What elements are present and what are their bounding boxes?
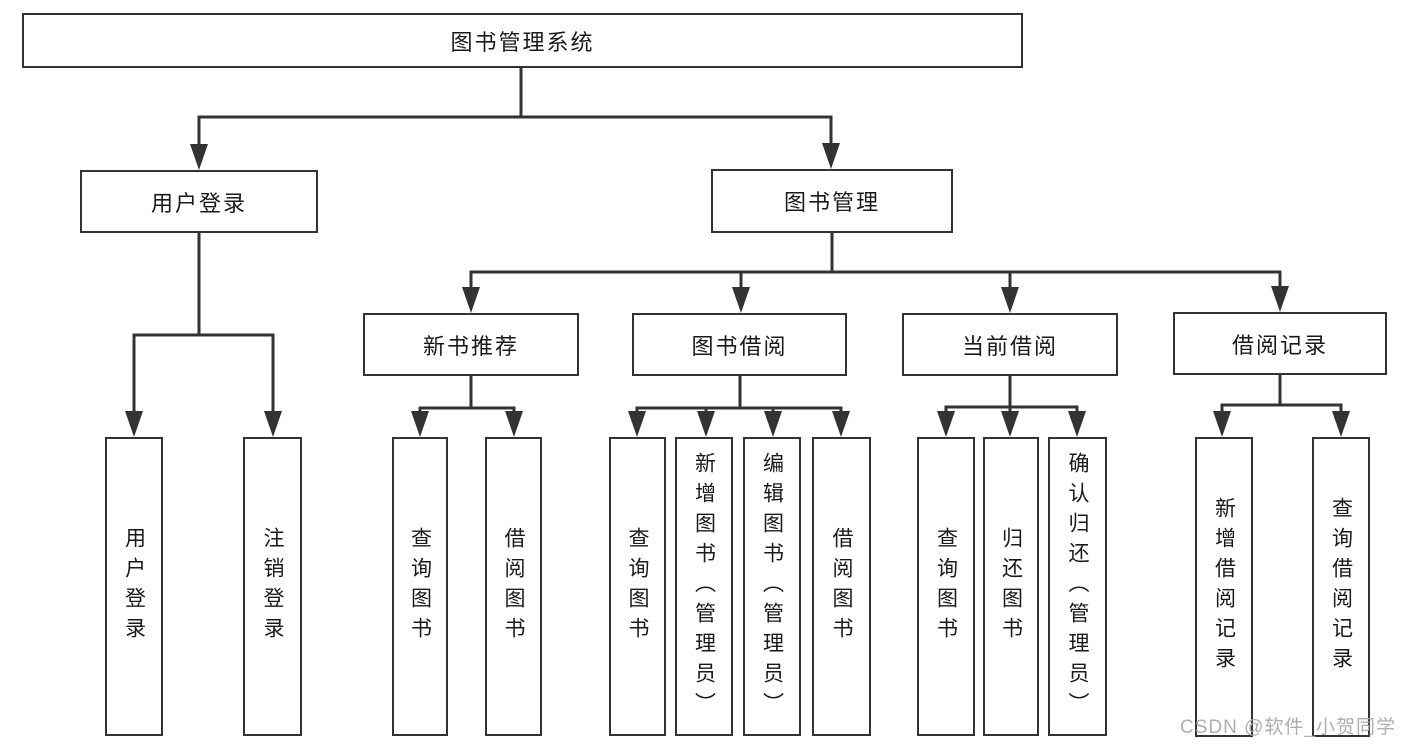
node-user-login: 用户登录 [80, 170, 318, 233]
leaf-return-books: 归还图书 [983, 437, 1039, 736]
node-book-borrowing: 图书借阅 [632, 313, 847, 376]
leaf-edit-books-admin: 编辑图书（管理员） [743, 437, 801, 736]
leaf-add-borrow-record: 新增借阅记录 [1195, 437, 1253, 737]
leaf-query-books-borrowing: 查询图书 [609, 437, 666, 736]
leaf-confirm-return-admin: 确认归还（管理员） [1048, 437, 1107, 736]
leaf-borrow-books-recommend: 借阅图书 [485, 437, 542, 736]
leaf-query-books-recommend: 查询图书 [392, 437, 448, 736]
node-book-management: 图书管理 [711, 169, 953, 233]
node-current-borrowing: 当前借阅 [902, 313, 1118, 376]
node-library-management-system: 图书管理系统 [22, 13, 1023, 68]
csdn-watermark: CSDN @软件_小贺同学 [1180, 717, 1396, 738]
leaf-query-books-current: 查询图书 [917, 437, 975, 736]
leaf-add-books-admin: 新增图书（管理员） [675, 437, 733, 736]
leaf-query-borrow-record: 查询借阅记录 [1312, 437, 1370, 737]
leaf-logout: 注销登录 [243, 437, 302, 736]
leaf-borrow-books-borrowing: 借阅图书 [812, 437, 871, 736]
node-new-book-recommendation: 新书推荐 [363, 313, 579, 376]
leaf-user-login: 用户登录 [105, 437, 163, 736]
arrowhead-icons [125, 143, 1350, 437]
node-borrowing-records: 借阅记录 [1173, 312, 1387, 375]
